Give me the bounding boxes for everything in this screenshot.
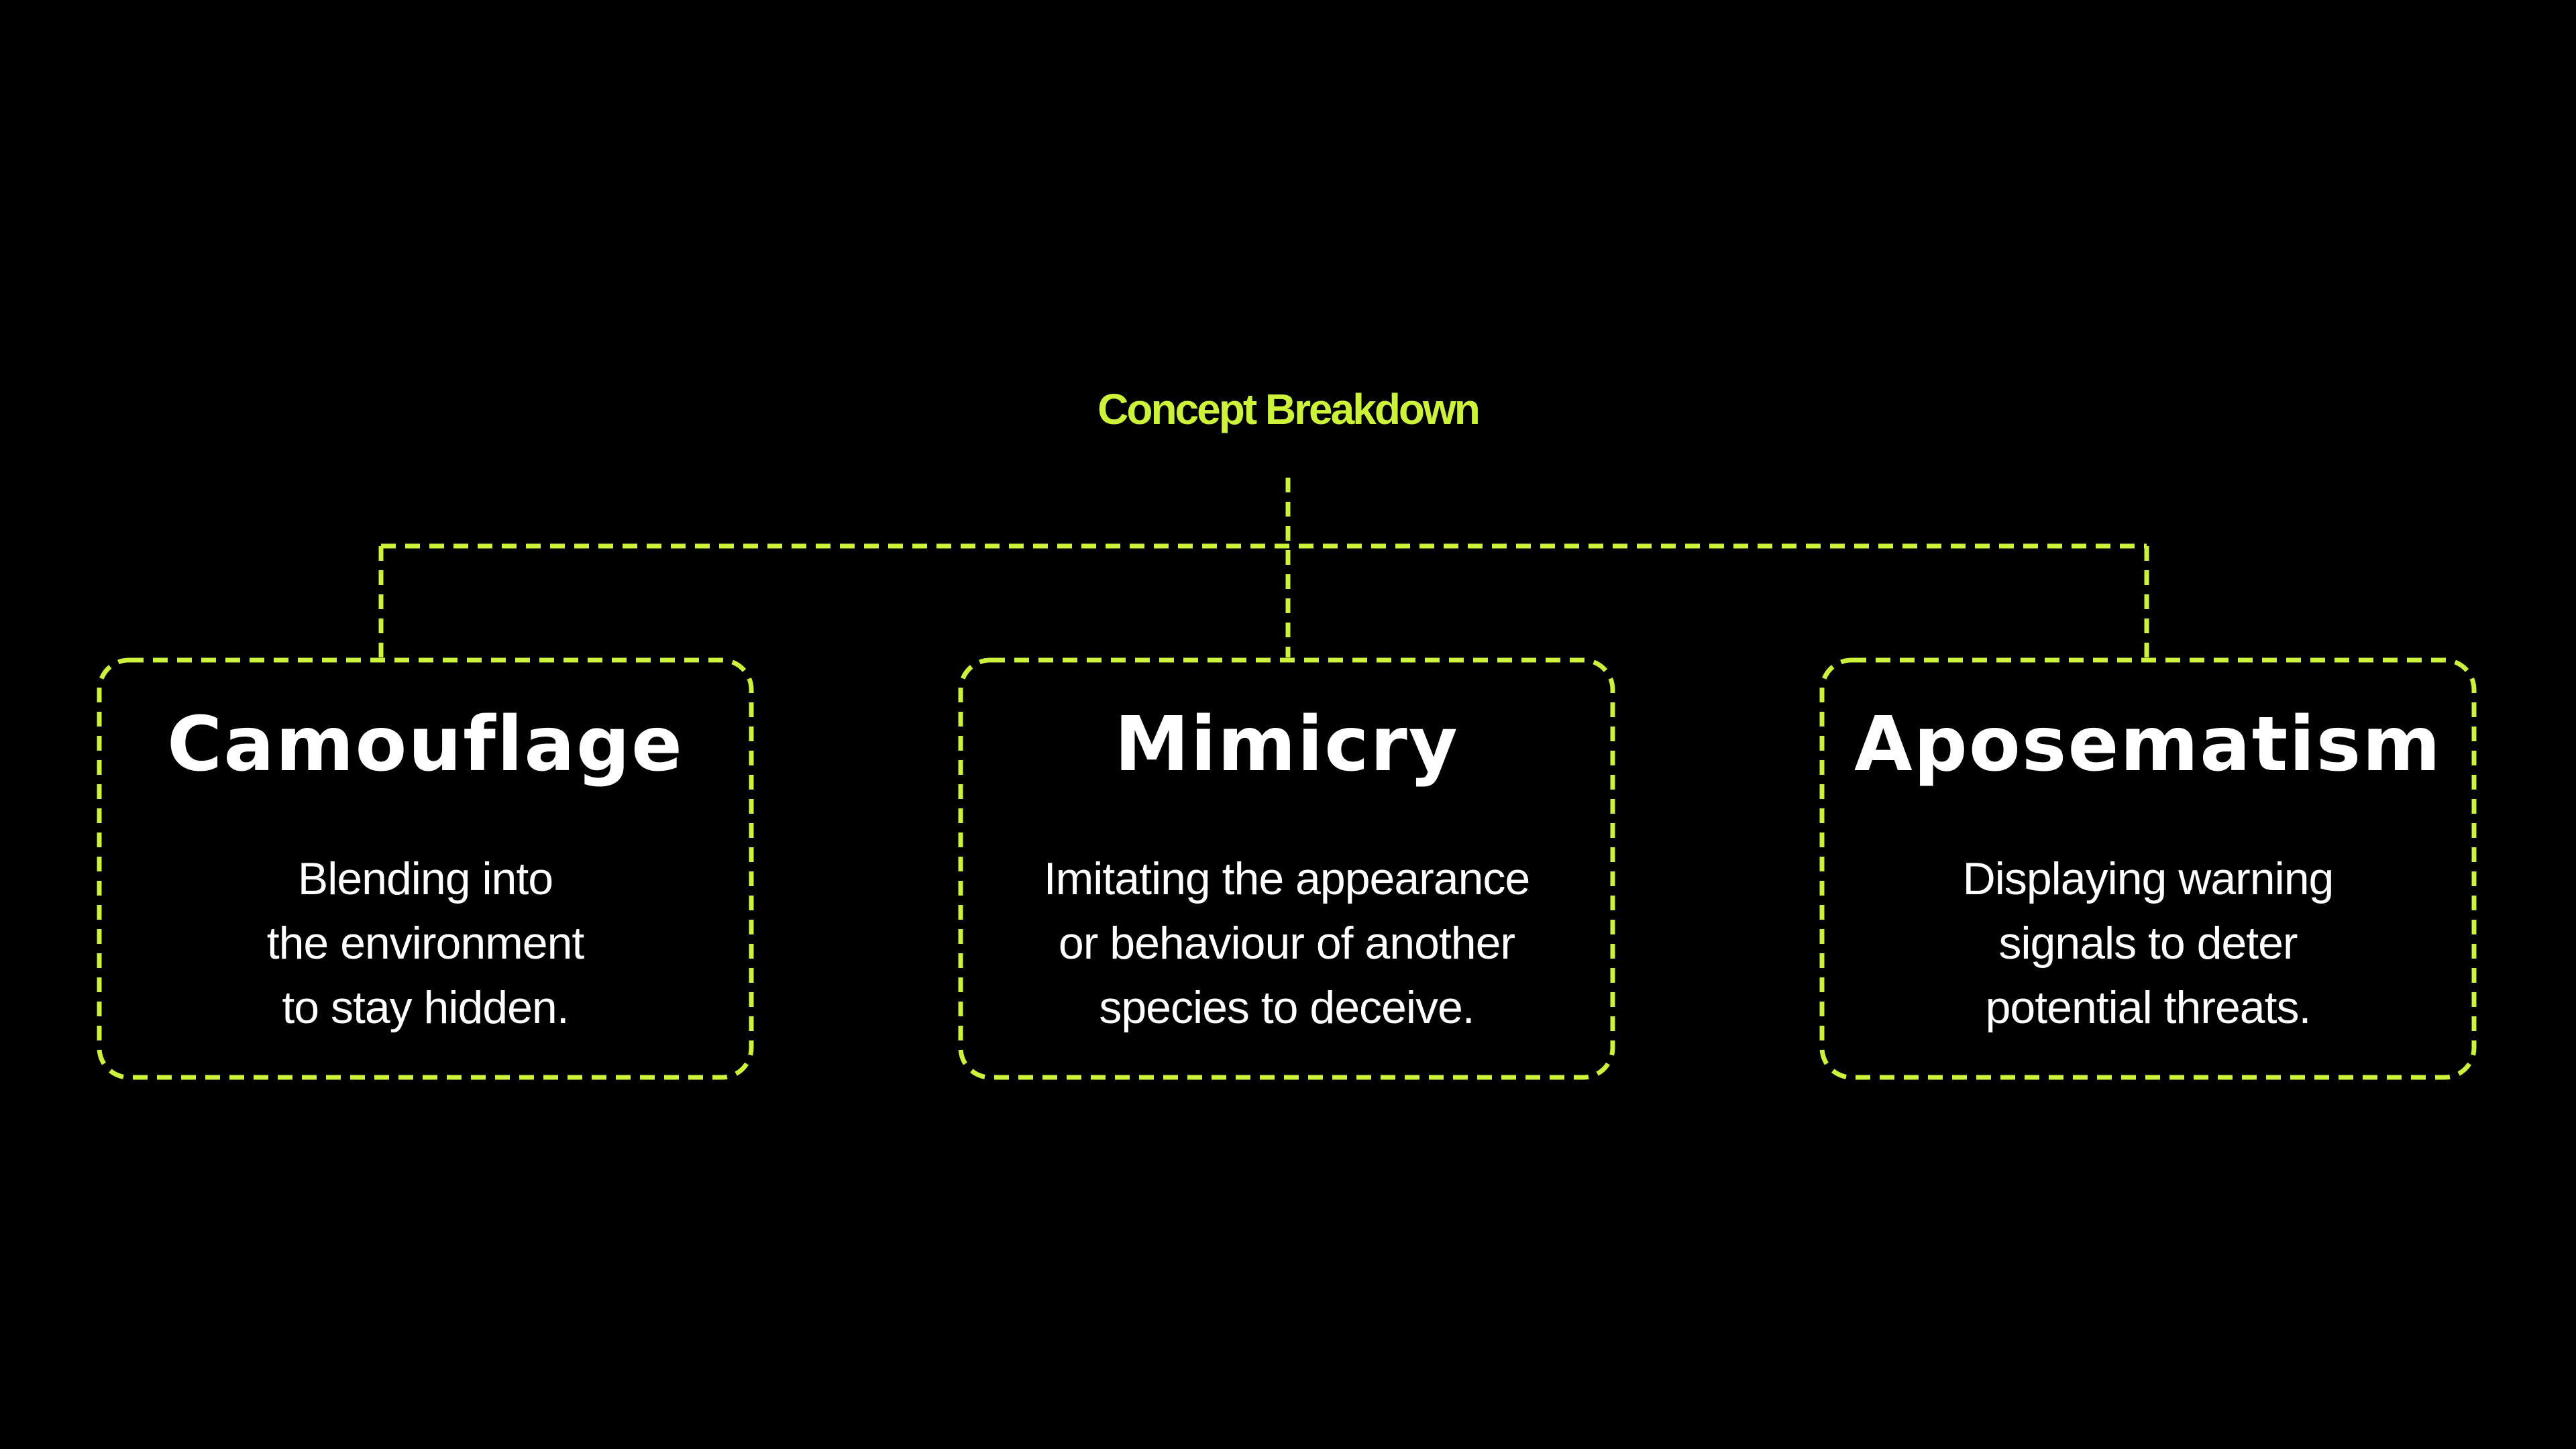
- concept-card-aposematism: Aposematism Displaying warning signals t…: [1819, 657, 2477, 1080]
- concept-card-camouflage: Camouflage Blending into the environment…: [97, 657, 754, 1080]
- card-border: [97, 657, 754, 1080]
- card-description: Blending into the environment to stay hi…: [266, 853, 585, 1033]
- card-description: Displaying warning signals to deter pote…: [1962, 853, 2334, 1033]
- card-border: [1819, 657, 2477, 1080]
- concept-card-mimicry: Mimicry Imitating the appearance or beha…: [958, 657, 1615, 1080]
- card-heading: Aposematism: [1854, 701, 2442, 788]
- card-heading: Mimicry: [1114, 701, 1459, 788]
- diagram-title: Concept Breakdown: [1097, 385, 1481, 433]
- card-description: Imitating the appearance or behaviour of…: [1043, 853, 1531, 1033]
- card-border: [958, 657, 1615, 1080]
- card-heading: Camouflage: [167, 701, 684, 788]
